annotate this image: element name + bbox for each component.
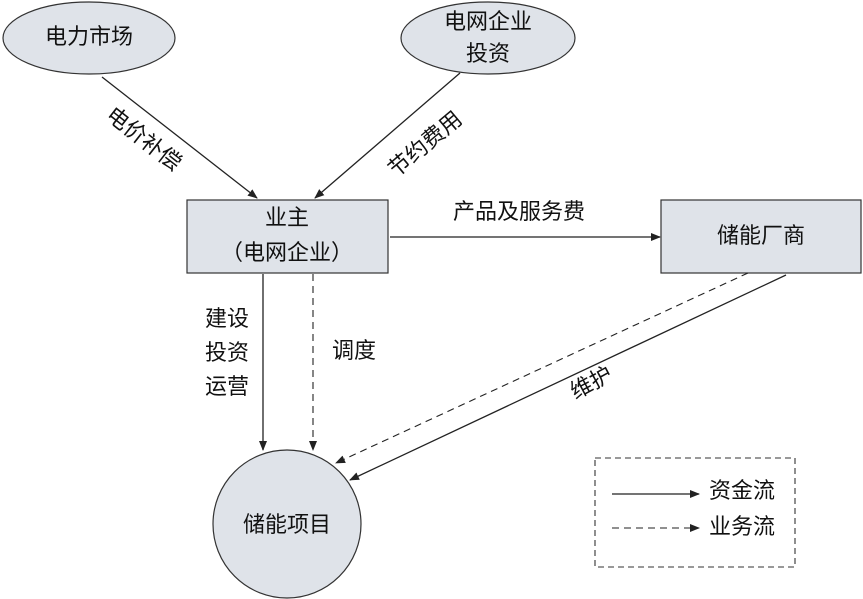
dispatch-label: 调度 — [332, 339, 376, 364]
power-market-label: 电力市场 — [45, 25, 133, 50]
build-invest-operate-label-line-2: 投资 — [205, 341, 249, 366]
owner-label-line-1: 业主 — [265, 206, 309, 231]
grid-investment-node — [400, 1, 576, 75]
power-market-node — [2, 1, 176, 75]
maintenance-arrow — [349, 274, 787, 481]
price-compensation-arrow — [101, 76, 258, 199]
products-services-fee-label: 产品及服务费 — [453, 200, 585, 225]
grid-investment-label-line-1: 电网企业 — [444, 10, 532, 35]
grid-investment-label-line-2: 投资 — [466, 42, 510, 67]
legend-business-flow-label: 业务流 — [709, 515, 775, 540]
storage-project-node — [212, 449, 362, 599]
vendor-business-arrow — [335, 272, 749, 464]
price-compensation-label: 电价补偿 — [101, 103, 186, 177]
maintenance-label: 维护 — [566, 362, 617, 405]
cost-savings-arrow — [314, 72, 461, 199]
owner-node — [186, 199, 389, 274]
build-invest-operate-label-line-1: 建设 — [205, 307, 249, 332]
cost-savings-label: 节约费用 — [384, 107, 467, 183]
legend-box — [594, 457, 796, 568]
storage-vendor-label: 储能厂商 — [717, 224, 805, 249]
owner-label-line-2: （电网企业） — [221, 241, 353, 266]
legend-capital-flow-label: 资金流 — [709, 479, 775, 504]
storage-vendor-node — [660, 199, 862, 274]
build-invest-operate-label-line-3: 运营 — [205, 375, 249, 400]
storage-project-label: 储能项目 — [243, 513, 331, 538]
